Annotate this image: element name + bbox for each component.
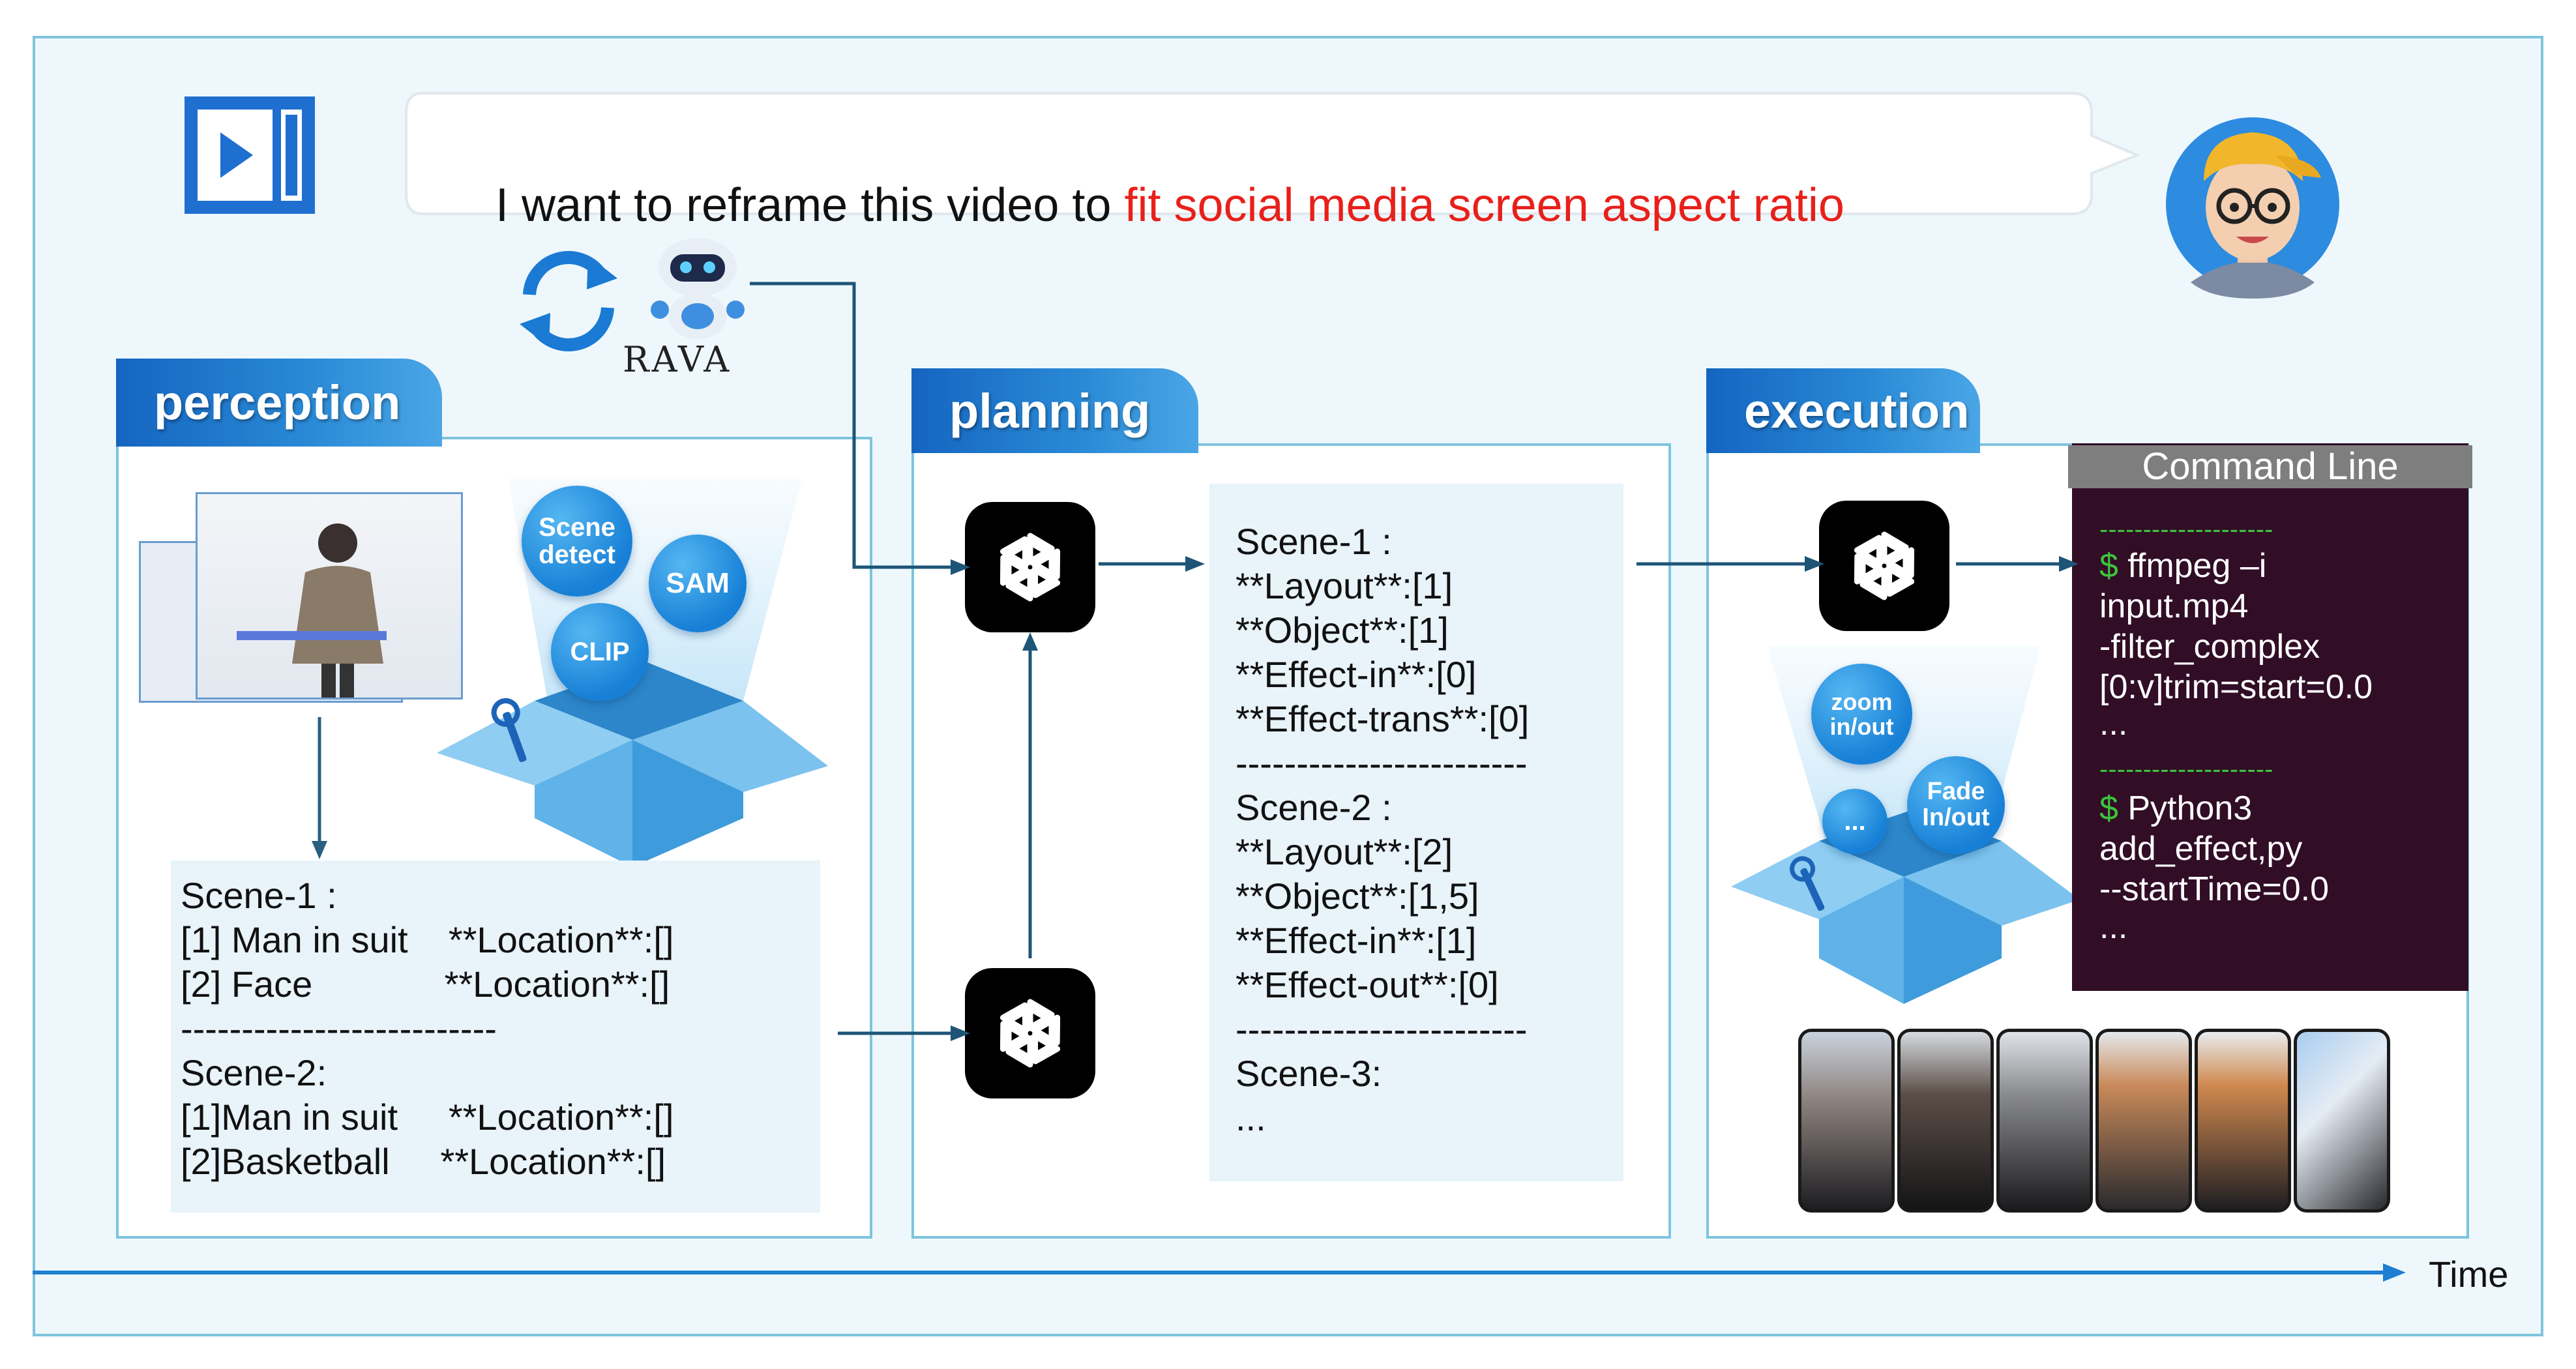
- perception-line: [2] Face **Location**:[]: [181, 964, 670, 1005]
- tool-fade: Fade In/out: [1907, 756, 2005, 854]
- terminal-line: $ Python3: [2099, 789, 2252, 828]
- perception-line: Scene-2:: [181, 1052, 327, 1093]
- plan-line: **Effect-out**:[0]: [1236, 964, 1499, 1005]
- plan-line: **Object**:[1]: [1236, 610, 1449, 651]
- terminal-prompt: $: [2099, 547, 2118, 585]
- terminal-line: input.mp4: [2099, 587, 2249, 625]
- user-request-text: I want to reframe this video to fit soci…: [469, 125, 1844, 232]
- perception-line: [1] Man in suit **Location**:[]: [181, 919, 674, 960]
- openai-logo-icon: [965, 968, 1095, 1098]
- terminal-divider: --------------------: [2099, 755, 2273, 784]
- perception-line: [1]Man in suit **Location**:[]: [181, 1097, 674, 1138]
- plan-line: **Effect-trans**:[0]: [1236, 698, 1530, 739]
- plan-divider: ------------------------: [1236, 743, 1528, 784]
- refresh-cycle-icon: [520, 251, 617, 351]
- tool-scene-detect: Scene detect: [522, 486, 632, 596]
- terminal-prompt: $: [2099, 789, 2118, 827]
- planning-scene-plan: Scene-1 : **Layout**:[1] **Object**:[1] …: [1209, 484, 1623, 1181]
- plan-line: **Object**:[1,5]: [1236, 876, 1479, 917]
- terminal-line: ...: [2099, 705, 2128, 743]
- speech-bubble-shape: [405, 92, 2141, 215]
- tool-clip: CLIP: [551, 603, 649, 701]
- plan-line: **Effect-in**:[0]: [1236, 654, 1477, 695]
- terminal-line: $ ffmpeg –i: [2099, 546, 2266, 585]
- plan-line: **Effect-in**:[1]: [1236, 920, 1477, 961]
- plan-line: ...: [1236, 1097, 1266, 1138]
- tool-more: ...: [1822, 789, 1888, 854]
- terminal-command: Python3: [2118, 789, 2253, 827]
- terminal-divider: --------------------: [2099, 515, 2273, 544]
- perception-line: [2]Basketball **Location**:[]: [181, 1141, 666, 1182]
- openai-logo-icon: [965, 502, 1095, 632]
- robot-agent-icon: [651, 238, 745, 339]
- openai-logo-icon: [1819, 501, 1949, 631]
- agent-name-label: RAVA: [623, 339, 732, 380]
- plan-line: Scene-1 :: [1236, 521, 1392, 562]
- man-in-suit-figure: [237, 523, 387, 698]
- output-frame-thumbnail: [1897, 1029, 1994, 1213]
- perception-line: Scene-1 :: [181, 875, 337, 916]
- plan-line: **Layout**:[2]: [1236, 831, 1453, 872]
- planning-tab: planning: [911, 368, 1198, 453]
- video-logo-icon: [185, 96, 315, 214]
- perception-tab: perception: [116, 359, 442, 447]
- command-line-terminal: -------------------- $ ffmpeg –i input.m…: [2072, 443, 2468, 991]
- tool-sam: SAM: [649, 535, 747, 632]
- output-frame-thumbnail: [2195, 1029, 2291, 1213]
- video-frame-front: [196, 492, 463, 699]
- output-frame-thumbnail: [2095, 1029, 2192, 1213]
- tool-zoom: zoom in/out: [1811, 664, 1912, 765]
- output-frame-thumbnail: [1996, 1029, 2093, 1213]
- terminal-line: add_effect,py: [2099, 830, 2303, 868]
- terminal-line: ...: [2099, 908, 2128, 946]
- command-line-title: Command Line: [2068, 445, 2472, 488]
- request-highlight: fit social media screen aspect ratio: [1124, 179, 1844, 231]
- terminal-line: --startTime=0.0: [2099, 870, 2330, 908]
- perception-divider: --------------------------: [181, 1008, 497, 1049]
- request-prefix: I want to reframe this video to: [496, 179, 1125, 231]
- perception-scene-list: Scene-1 : [1] Man in suit **Location**:[…: [171, 861, 820, 1213]
- output-frame-thumbnail: [2294, 1029, 2390, 1213]
- terminal-command: ffmpeg –i: [2118, 547, 2267, 585]
- arrow-frames-to-scenes: [312, 717, 327, 859]
- plan-line: Scene-2 :: [1236, 787, 1392, 828]
- plan-line: **Layout**:[1]: [1236, 565, 1453, 606]
- execution-tab: execution: [1706, 368, 1980, 453]
- terminal-line: -filter_complex: [2099, 628, 2320, 666]
- user-avatar: [2166, 117, 2339, 299]
- plan-divider: ------------------------: [1236, 1008, 1528, 1050]
- plan-line: Scene-3:: [1236, 1053, 1382, 1094]
- timeline-label: Time: [2429, 1254, 2509, 1295]
- output-frame-thumbnail: [1798, 1029, 1895, 1213]
- terminal-line: [0:v]trim=start=0.0: [2099, 668, 2373, 706]
